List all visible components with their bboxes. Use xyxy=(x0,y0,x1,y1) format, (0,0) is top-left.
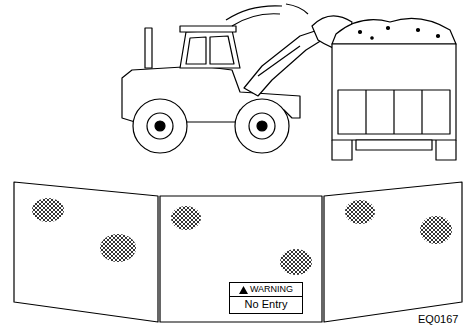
warning-triangle xyxy=(239,286,248,294)
warning-heading: WARNING xyxy=(250,284,293,295)
figure-code: EQ0167 xyxy=(418,313,458,325)
warning-sign: WARNING No Entry xyxy=(229,282,303,314)
sign-text: No Entry xyxy=(245,298,288,312)
sign-row: No Entry xyxy=(230,296,302,313)
sign-row: WARNING xyxy=(230,283,302,296)
